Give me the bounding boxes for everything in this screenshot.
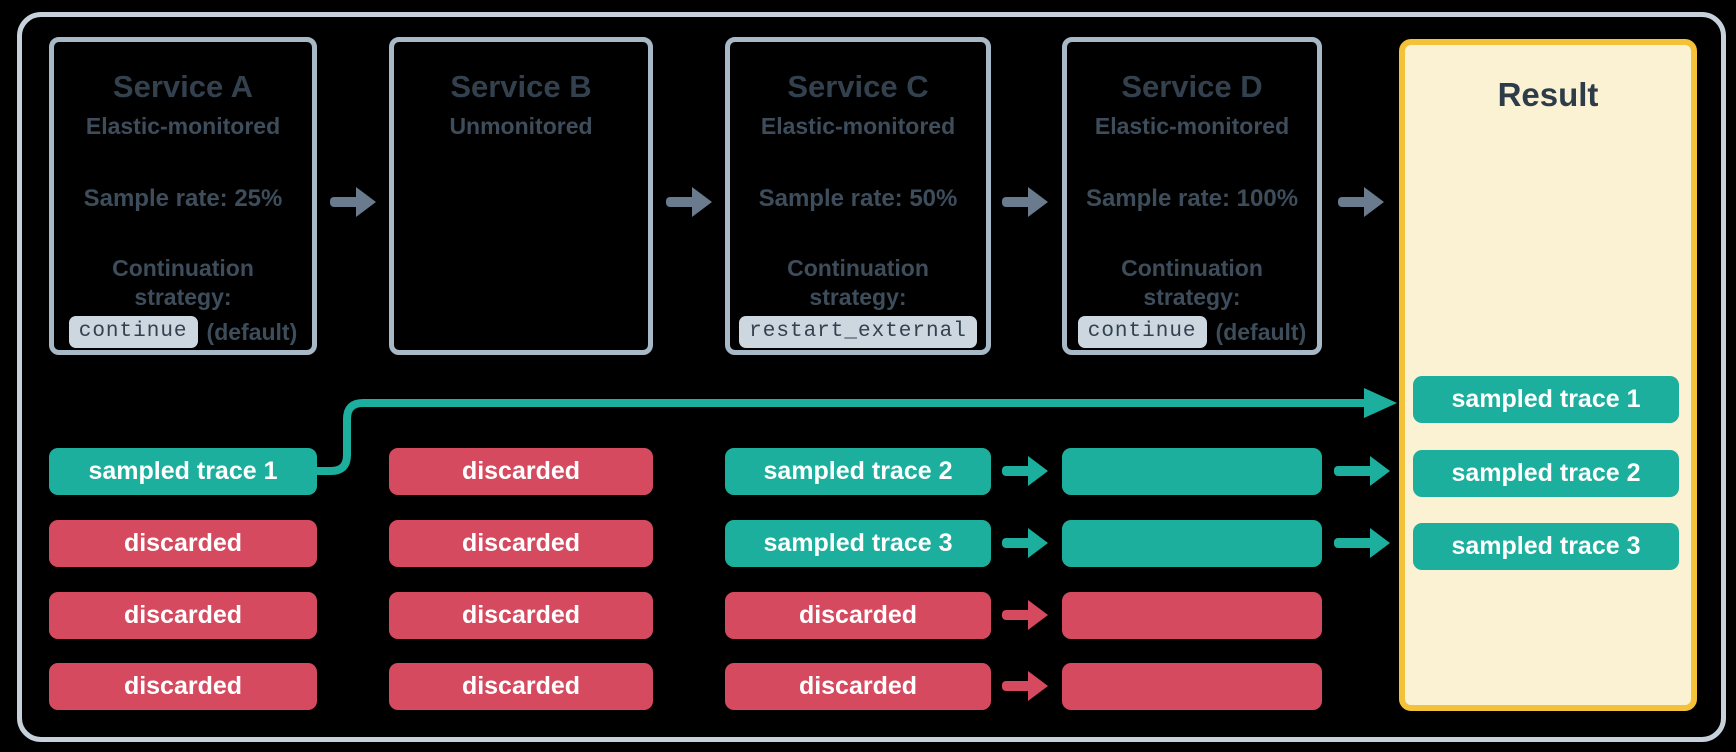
trace-pill-a3: discarded bbox=[49, 592, 317, 639]
service-d-subtitle: Elastic-monitored bbox=[1094, 113, 1290, 139]
service-a-title: Service A bbox=[112, 69, 254, 104]
trace-pill-label: discarded bbox=[798, 601, 918, 629]
pill-arrow-d2-icon bbox=[1334, 528, 1390, 558]
service-b-title: Service B bbox=[450, 69, 592, 104]
strategy-note: (default) bbox=[206, 318, 298, 345]
service-d-strategy: continue (default) bbox=[1077, 316, 1307, 348]
service-c-subtitle: Elastic-monitored bbox=[760, 113, 956, 139]
service-a-continuation: Continuation strategy: bbox=[112, 254, 254, 312]
pill-arrow-c1-icon bbox=[1002, 456, 1048, 486]
service-c-sample-rate: Sample rate: 50% bbox=[758, 185, 958, 212]
trace-pill-b1: discarded bbox=[389, 448, 653, 495]
trace-pill-label: discarded bbox=[461, 457, 581, 485]
service-d-sample-rate: Sample rate: 100% bbox=[1085, 185, 1299, 212]
trace-pill-c2: sampled trace 3 bbox=[725, 520, 991, 567]
trace-pill-b4: discarded bbox=[389, 663, 653, 710]
trace-pill-label: sampled trace 3 bbox=[763, 529, 953, 557]
strategy-note: (default) bbox=[1215, 318, 1307, 345]
strategy-label: strategy: bbox=[809, 284, 907, 310]
service-c-continuation: Continuation strategy: bbox=[787, 254, 929, 312]
result-pill-2: sampled trace 2 bbox=[1413, 450, 1679, 497]
trace-pill-a1: sampled trace 1 bbox=[49, 448, 317, 495]
trace-pill-label: discarded bbox=[123, 601, 243, 629]
trace-pill-c1: sampled trace 2 bbox=[725, 448, 991, 495]
service-c-box: Service C Elastic-monitored Sample rate:… bbox=[725, 37, 991, 355]
service-c-title: Service C bbox=[787, 69, 929, 104]
pill-arrow-c3-icon bbox=[1002, 600, 1048, 630]
trace-pill-label: discarded bbox=[461, 529, 581, 557]
pill-arrow-d1-icon bbox=[1334, 456, 1390, 486]
trace-pill-label: sampled trace 1 bbox=[1451, 385, 1641, 413]
trace-pill-label: discarded bbox=[461, 672, 581, 700]
trace-pill-label: discarded bbox=[798, 672, 918, 700]
flow-arrow-b-to-c-icon bbox=[666, 187, 712, 217]
trace-pill-d4 bbox=[1062, 663, 1322, 710]
flow-arrow-a-to-b-icon bbox=[330, 187, 376, 217]
result-box: Result bbox=[1399, 39, 1697, 711]
service-c-strategy: restart_external bbox=[739, 316, 977, 348]
trace-pill-a2: discarded bbox=[49, 520, 317, 567]
trace-pill-d3 bbox=[1062, 592, 1322, 639]
trace-pill-b3: discarded bbox=[389, 592, 653, 639]
trace-pill-label: discarded bbox=[123, 672, 243, 700]
trace-pill-label: sampled trace 2 bbox=[763, 457, 953, 485]
service-a-sample-rate: Sample rate: 25% bbox=[83, 185, 283, 212]
service-b-box: Service B Unmonitored bbox=[389, 37, 653, 355]
result-pill-3: sampled trace 3 bbox=[1413, 523, 1679, 570]
trace-pill-c3: discarded bbox=[725, 592, 991, 639]
strategy-code-badge: continue bbox=[1077, 316, 1207, 348]
service-d-title: Service D bbox=[1121, 69, 1263, 104]
trace-pill-label: sampled trace 1 bbox=[88, 457, 278, 485]
trace-pill-b2: discarded bbox=[389, 520, 653, 567]
trace-pill-a4: discarded bbox=[49, 663, 317, 710]
outer-frame bbox=[17, 12, 1726, 742]
trace-pill-d1 bbox=[1062, 448, 1322, 495]
pill-arrow-c2-icon bbox=[1002, 528, 1048, 558]
strategy-label: strategy: bbox=[134, 284, 232, 310]
continuation-label: Continuation bbox=[787, 255, 929, 281]
continuation-label: Continuation bbox=[1121, 255, 1263, 281]
service-b-subtitle: Unmonitored bbox=[449, 113, 593, 139]
pill-arrow-c4-icon bbox=[1002, 671, 1048, 701]
service-d-continuation: Continuation strategy: bbox=[1121, 254, 1263, 312]
continuation-label: Continuation bbox=[112, 255, 254, 281]
trace-pill-label: discarded bbox=[461, 601, 581, 629]
trace-pill-label: sampled trace 3 bbox=[1451, 532, 1641, 560]
strategy-code-badge: restart_external bbox=[739, 316, 977, 348]
trace-pill-label: discarded bbox=[123, 529, 243, 557]
flow-arrow-c-to-d-icon bbox=[1002, 187, 1048, 217]
result-pill-1: sampled trace 1 bbox=[1413, 376, 1679, 423]
strategy-label: strategy: bbox=[1143, 284, 1241, 310]
strategy-code-badge: continue bbox=[68, 316, 198, 348]
result-title: Result bbox=[1497, 76, 1599, 113]
flow-arrow-d-to-result-icon bbox=[1338, 187, 1384, 217]
trace-pill-d2 bbox=[1062, 520, 1322, 567]
trace-pill-label: sampled trace 2 bbox=[1451, 459, 1641, 487]
service-a-subtitle: Elastic-monitored bbox=[85, 113, 281, 139]
service-d-box: Service D Elastic-monitored Sample rate:… bbox=[1062, 37, 1322, 355]
service-a-strategy: continue (default) bbox=[68, 316, 298, 348]
service-a-box: Service A Elastic-monitored Sample rate:… bbox=[49, 37, 317, 355]
trace-pill-c4: discarded bbox=[725, 663, 991, 710]
